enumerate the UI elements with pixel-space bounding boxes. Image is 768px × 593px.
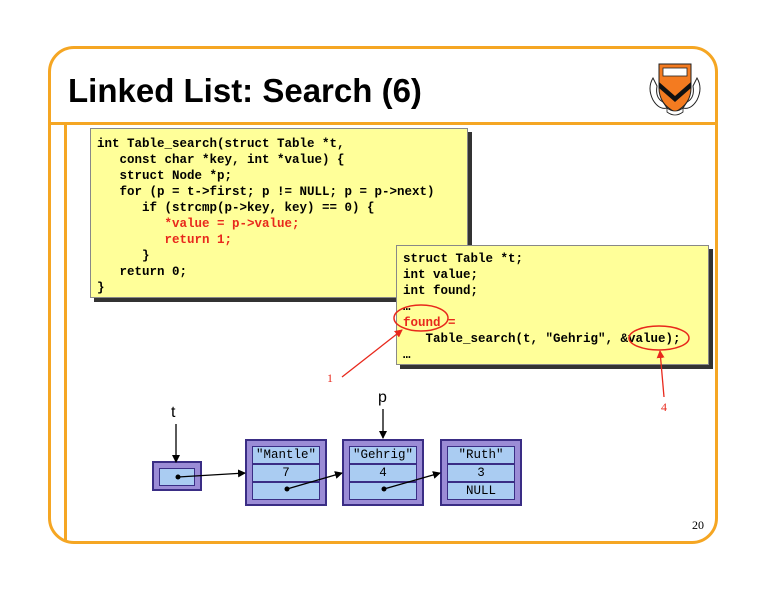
node-gehrig: "Gehrig" 4 — [342, 439, 424, 506]
slide-title: Linked List: Search (6) — [68, 72, 422, 109]
annotation-1-label: 1 — [327, 371, 333, 385]
code-line: Table_search(t, "Gehrig", &value); — [403, 332, 681, 346]
code-line: … — [403, 348, 411, 362]
next-arrow-2 — [383, 471, 441, 490]
code-line: } — [97, 281, 105, 295]
node-value: 3 — [447, 464, 515, 482]
code-line: } — [97, 249, 150, 263]
node-key: "Ruth" — [447, 446, 515, 464]
code-line: if (strcmp(p->key, key) == 0) { — [97, 201, 375, 215]
code-line-highlight: *value = p->value; — [97, 217, 300, 231]
title-divider — [48, 122, 718, 125]
code-line: struct Table *t; — [403, 252, 524, 266]
code-line: for (p = t->first; p != NULL; p = p->nex… — [97, 185, 435, 199]
node-key: "Gehrig" — [349, 446, 417, 464]
code-line: const char *key, int *value) { — [97, 153, 345, 167]
first-arrow — [177, 469, 246, 478]
node-next: NULL — [447, 482, 515, 500]
code-line: struct Node *p; — [97, 169, 233, 183]
princeton-shield-icon — [649, 63, 701, 116]
value-highlight-ellipse — [628, 325, 690, 351]
code-line-highlight: return 1; — [97, 233, 233, 247]
code-line-highlight: found = — [403, 316, 456, 330]
node-key: "Mantle" — [252, 446, 320, 464]
node-value: 4 — [349, 464, 417, 482]
annotation-4-label: 4 — [661, 400, 667, 414]
left-rule — [64, 122, 67, 542]
page-number: 20 — [692, 518, 704, 532]
found-highlight-ellipse — [393, 304, 449, 332]
code-line: int Table_search(struct Table *t, — [97, 137, 345, 151]
caller-code: struct Table *t; int value; int found; …… — [396, 245, 709, 365]
node-value: 7 — [252, 464, 320, 482]
code-line: return 0; — [97, 265, 188, 279]
code-line: int value; — [403, 268, 479, 282]
annotation-4-arrow — [656, 350, 665, 398]
annotation-1-arrow — [341, 329, 403, 378]
node-ruth: "Ruth" 3 NULL — [440, 439, 522, 506]
next-arrow-1 — [286, 471, 343, 490]
t-pointer-label: t — [171, 404, 176, 421]
code-line: int found; — [403, 284, 479, 298]
node-mantle: "Mantle" 7 — [245, 439, 327, 506]
p-pointer-label: p — [378, 389, 387, 406]
